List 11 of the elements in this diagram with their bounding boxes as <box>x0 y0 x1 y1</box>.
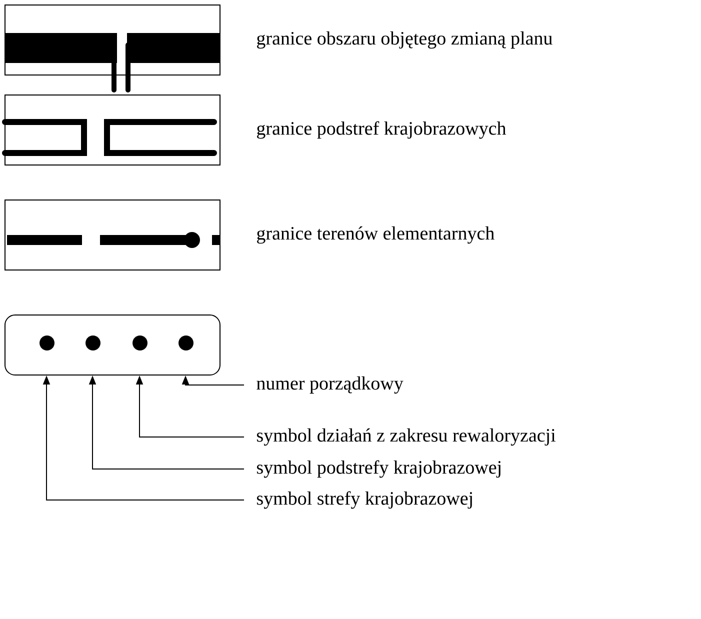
legend-text: granice terenów elementarnych <box>257 226 494 244</box>
callout-text: numer porządkowy <box>256 376 404 394</box>
line-sample <box>4 4 220 92</box>
legend-text: granice obszaru objętego zmianą planu <box>257 31 552 49</box>
line-sample <box>2 94 220 166</box>
legend-text: granice podstref krajobrazowych <box>257 121 506 139</box>
callout-text: symbol podstrefy krajobrazowej <box>257 460 500 478</box>
line-sample <box>4 200 220 270</box>
symbol-box <box>4 314 220 376</box>
callout-text: symbol działań z zakresu rewaloryzacji <box>257 428 556 446</box>
callout-text: symbol strefy krajobrazowej <box>257 491 472 509</box>
